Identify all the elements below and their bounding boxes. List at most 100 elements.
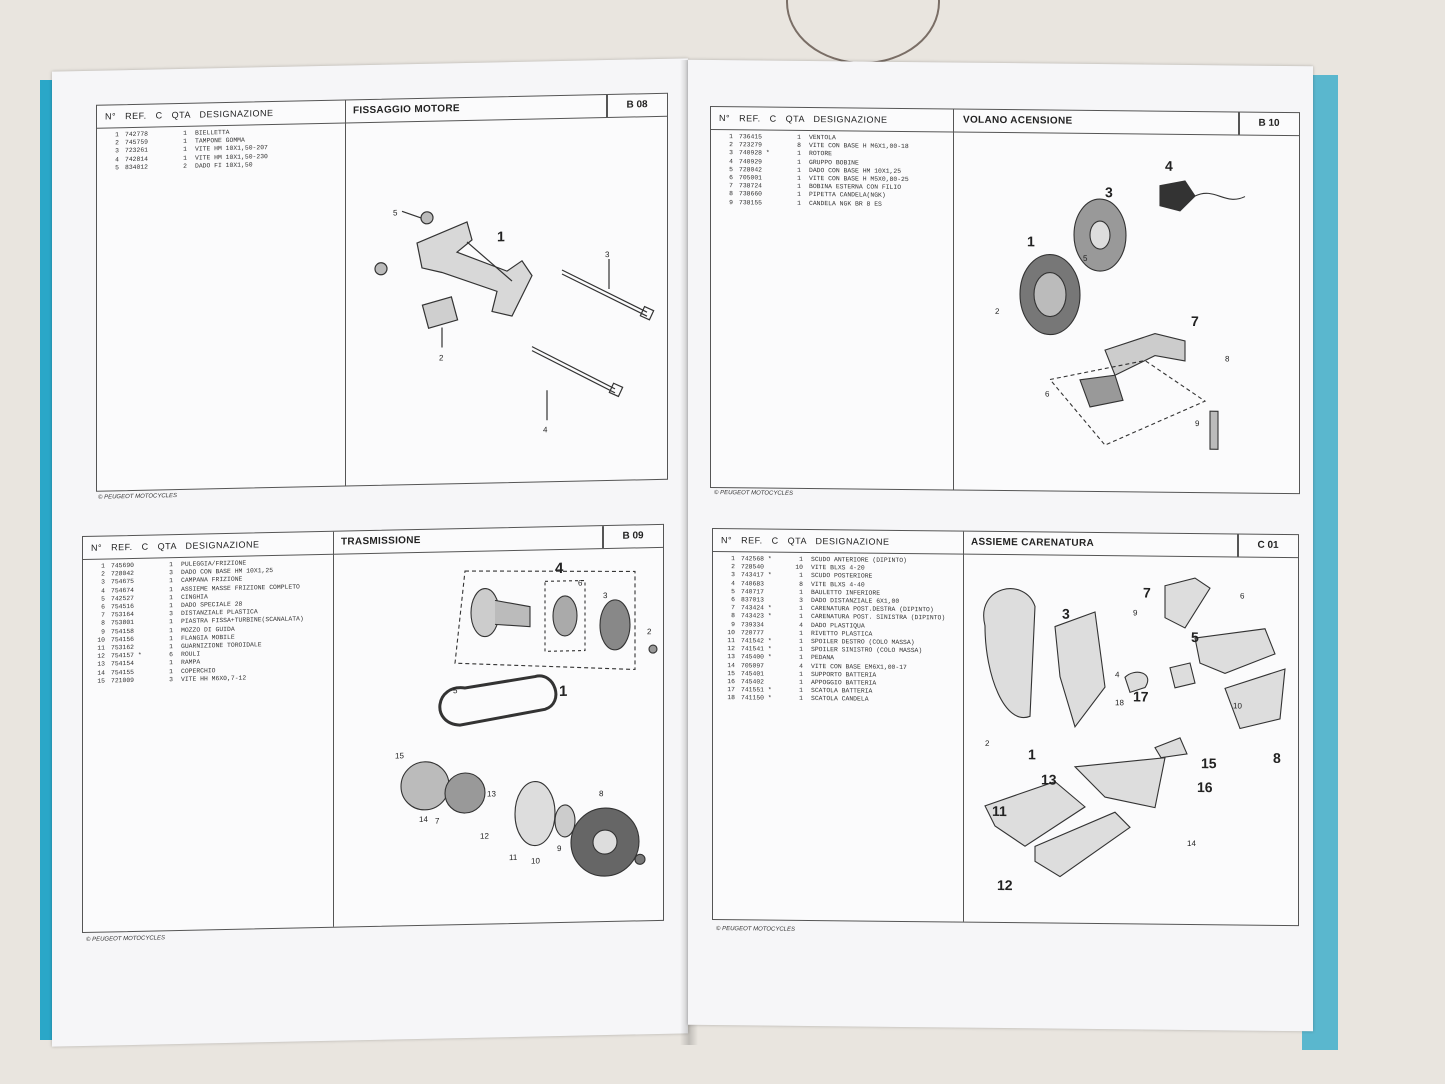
part-ref: 738155 [739, 198, 763, 207]
part-qty: 1 [797, 174, 801, 182]
column-divider [963, 531, 964, 922]
callout-2: 2 [985, 739, 990, 748]
part-qty: 1 [799, 613, 803, 621]
code-divider [1239, 112, 1240, 135]
part-number: 8 [731, 612, 735, 620]
part-description: VITE HH M6X0,7-12 [181, 674, 247, 683]
part-number: 17 [727, 686, 735, 694]
sheet-b10: N° REF. C QTA DESIGNAZIONE VOLANO ACENSI… [710, 105, 1300, 495]
flywheel-ignition-diagram: 1 2 3 4 5 6 7 8 9 [995, 158, 1246, 450]
callout-1: 1 [559, 683, 567, 700]
part-description: PEDANA [811, 654, 835, 662]
part-qty: 1 [797, 199, 801, 207]
sheet-b08: N° REF. C QTA DESIGNAZIONE FISSAGGIO MOT… [96, 92, 668, 492]
callout-3: 3 [1105, 184, 1113, 200]
callout-15: 15 [395, 751, 404, 760]
bodywork-assembly-diagram: 1 2 3 4 5 6 7 8 9 10 11 12 13 14 15 16 1… [983, 577, 1286, 893]
part-description: ROTORE [809, 150, 833, 158]
callout-3: 3 [603, 591, 608, 600]
code-divider [607, 95, 608, 118]
part-qty: 1 [799, 605, 803, 613]
part-number: 15 [97, 677, 105, 685]
part-number: 5 [115, 164, 119, 172]
part-qty: 3 [799, 596, 803, 604]
part-qty: 1 [797, 158, 801, 166]
part-number: 6 [729, 174, 733, 182]
part-qty: 1 [799, 555, 803, 563]
part-number: 1 [731, 555, 735, 563]
footer-text: PEUGEOT MOTOCYCLES [720, 490, 793, 497]
callout-5: 5 [393, 208, 398, 217]
part-qty: 8 [797, 142, 801, 150]
col-ref: REF. [741, 535, 763, 546]
callout-17: 17 [1133, 688, 1149, 704]
callout-8: 8 [599, 789, 604, 798]
part-number: 2 [731, 563, 735, 571]
part-number: 10 [727, 628, 735, 637]
col-qta: QTA [785, 113, 805, 124]
part-qty: 1 [797, 191, 801, 199]
part-number: 7 [729, 182, 733, 190]
sheet-code: B 10 [1238, 112, 1299, 136]
part-number: 14 [727, 661, 735, 669]
callout-14: 14 [419, 815, 428, 824]
part-number: 9 [731, 620, 735, 628]
col-qta: QTA [787, 535, 807, 546]
part-qty: 1 [797, 133, 801, 141]
part-number: 7 [731, 604, 735, 612]
callout-8: 8 [1273, 750, 1281, 766]
part-number: 13 [727, 653, 735, 661]
page-footer: © PEUGEOT MOTOCYCLES [98, 493, 177, 501]
right-page: N° REF. C QTA DESIGNAZIONE VOLANO ACENSI… [688, 59, 1313, 1032]
part-qty: 8 [799, 580, 803, 588]
col-designazione: DESIGNAZIONE [815, 536, 890, 547]
part-qty: 1 [797, 166, 801, 174]
sheet-c01: N° REF. C QTA DESIGNAZIONE ASSIEME CAREN… [712, 527, 1299, 927]
col-n: N° [91, 542, 103, 553]
part-qty: 1 [799, 588, 803, 596]
callout-2: 2 [647, 627, 652, 636]
callout-11: 11 [992, 803, 1007, 819]
callout-9: 9 [1195, 419, 1200, 428]
callout-15: 15 [1201, 755, 1217, 771]
col-ref: REF. [739, 113, 761, 124]
part-number: 4 [729, 157, 733, 165]
callout-7: 7 [435, 817, 440, 826]
part-qty: 1 [799, 637, 803, 645]
part-description: VENTOLA [809, 133, 836, 142]
sheet-code: B 09 [602, 524, 663, 549]
callout-14: 14 [1187, 839, 1196, 848]
callout-9: 9 [557, 844, 562, 853]
part-number: 12 [727, 645, 735, 653]
part-qty: 3 [169, 675, 173, 684]
sheet-code: B 08 [606, 93, 667, 118]
sheet-b09: N° REF. C QTA DESIGNAZIONE TRASMISSIONE … [82, 523, 664, 934]
column-headers: N° REF. C QTA DESIGNAZIONE [91, 539, 260, 553]
callout-9: 9 [1133, 608, 1138, 617]
callout-6: 6 [1045, 389, 1050, 398]
part-qty: 1 [799, 670, 803, 678]
callout-4: 4 [1115, 670, 1120, 679]
part-ref: 721009 [111, 676, 135, 685]
col-c: C [141, 541, 149, 552]
column-headers: N° REF. C QTA DESIGNAZIONE [105, 108, 274, 122]
part-qty: 1 [799, 695, 803, 703]
page-footer: © PEUGEOT MOTOCYCLES [716, 926, 795, 933]
callout-4: 4 [1165, 158, 1173, 174]
part-number: 18 [727, 694, 735, 702]
sheet-title: VOLANO ACENSIONE [963, 114, 1073, 127]
col-qta: QTA [157, 541, 177, 552]
sheet-code: C 01 [1237, 534, 1298, 558]
callout-18: 18 [1115, 698, 1124, 707]
part-ref: 741150 * [741, 694, 772, 703]
part-description: CANDELA NGK BR 8 ES [809, 199, 882, 208]
part-number: 16 [727, 678, 735, 686]
callout-10: 10 [531, 856, 540, 865]
part-ref: 834012 [125, 163, 149, 171]
part-number: 2 [729, 141, 733, 149]
callout-12: 12 [997, 877, 1013, 893]
column-divider [953, 109, 954, 490]
callout-7: 7 [1143, 584, 1151, 600]
part-number: 11 [727, 637, 735, 645]
